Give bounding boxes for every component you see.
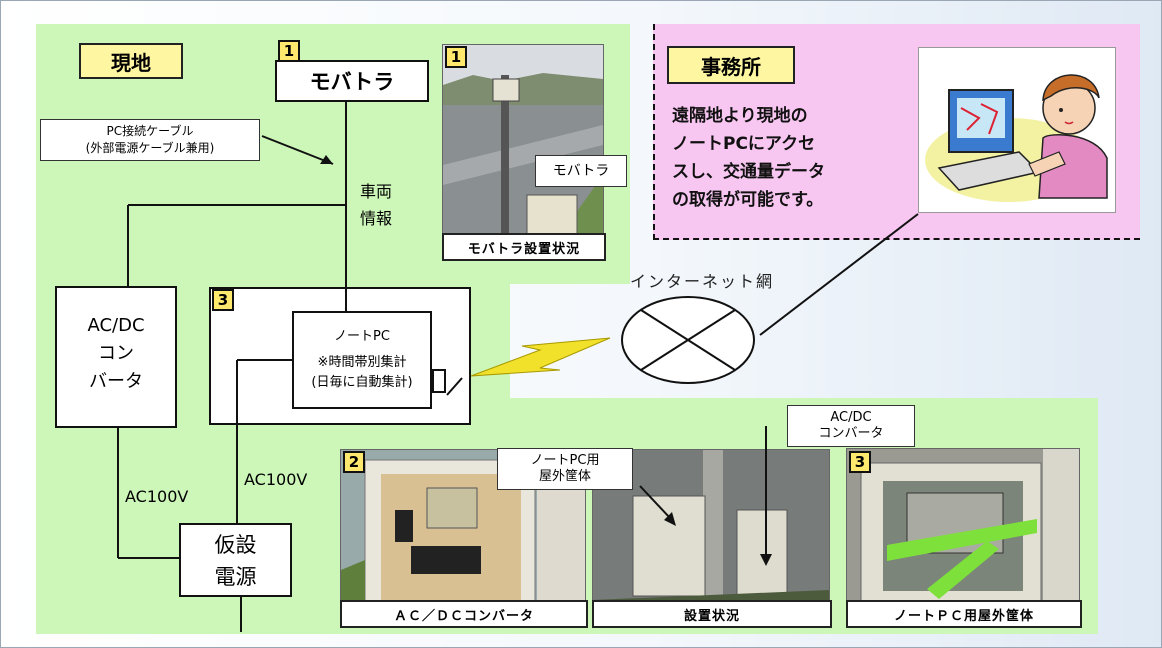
vehicle-info: 車両 情報 [360,178,420,232]
vehicle-info-line2: 情報 [360,209,393,228]
office-desc-line3: スし、交通量データ [672,162,825,182]
mobatora-number: 1 [278,40,300,62]
installation-callout-pc: ノートPC用 屋外筐体 [497,448,633,490]
office-desc-line2: ノートPCにアクセ [672,134,816,154]
photo2-caption: ＡＣ／ＤＣコンバータ [340,600,588,628]
photo1-caption: モバトラ設置状況 [442,233,606,261]
site-label: 現地 [79,43,183,79]
office-desc-line1: 遠隔地より現地の [672,106,808,126]
photo1-callout: モバトラ [535,155,627,187]
cable-note-line2: (外部電源ケーブル兼用) [85,141,215,155]
mobatora-label: モバトラ [309,70,395,94]
acdc-line3: バータ [89,371,143,392]
installation-callout-pc-line1: ノートPC用 [530,453,600,468]
ac100v-left-label: AC100V [125,487,189,506]
temporary-power-box: 仮設 電源 [179,523,292,597]
power-line2: 電源 [214,565,257,589]
office-desc-line4: の取得が可能です。 [672,190,824,210]
notebook-pc-note1: ※時間帯別集計 [317,355,407,370]
installation-callout-acdc-line1: AC/DC [830,410,872,425]
modem-port [432,369,446,393]
mobatora-box: モバトラ [275,60,429,102]
installation-callout-acdc: AC/DC コンバータ [787,405,915,447]
cable-note: PC接続ケーブル (外部電源ケーブル兼用) [40,119,260,161]
power-line1: 仮設 [214,533,257,557]
notebook-pc-note2: (日毎に自動集計) [311,375,413,390]
photo3-caption: ノートＰＣ用屋外筐体 [846,600,1082,628]
notebook-pc-box: ノートPC ※時間帯別集計 (日毎に自動集計) [292,311,432,409]
installation-callout-acdc-line2: コンバータ [818,426,884,441]
vehicle-info-line1: 車両 [360,182,393,201]
photo3-number: 3 [849,451,871,473]
office-label: 事務所 [667,46,795,84]
photo1-number: 1 [445,46,467,68]
notebook-pc-title: ノートPC [334,329,390,344]
ac100v-right-label: AC100V [244,470,308,489]
installation-caption: 設置状況 [592,600,832,628]
photo-pc-enclosure [846,448,1080,626]
office-description: 遠隔地より現地の ノートPCにアクセ スし、交通量データ の取得が可能です。 [672,102,912,214]
cable-note-line1: PC接続ケーブル [106,124,194,138]
acdc-line2: コン [98,343,134,364]
acdc-line1: AC/DC [87,315,145,336]
installation-callout-pc-line2: 屋外筐体 [538,469,591,484]
office-worker-illustration [918,47,1116,213]
installation-arrows [639,426,772,566]
pc-enclosure-number: 3 [212,289,234,311]
photo-mobatora [442,44,604,260]
photo-acdc-converter [340,449,586,626]
internet-label: インターネット網 [630,272,775,291]
photo2-number: 2 [343,451,365,473]
acdc-box: AC/DC コン バータ [55,286,177,428]
